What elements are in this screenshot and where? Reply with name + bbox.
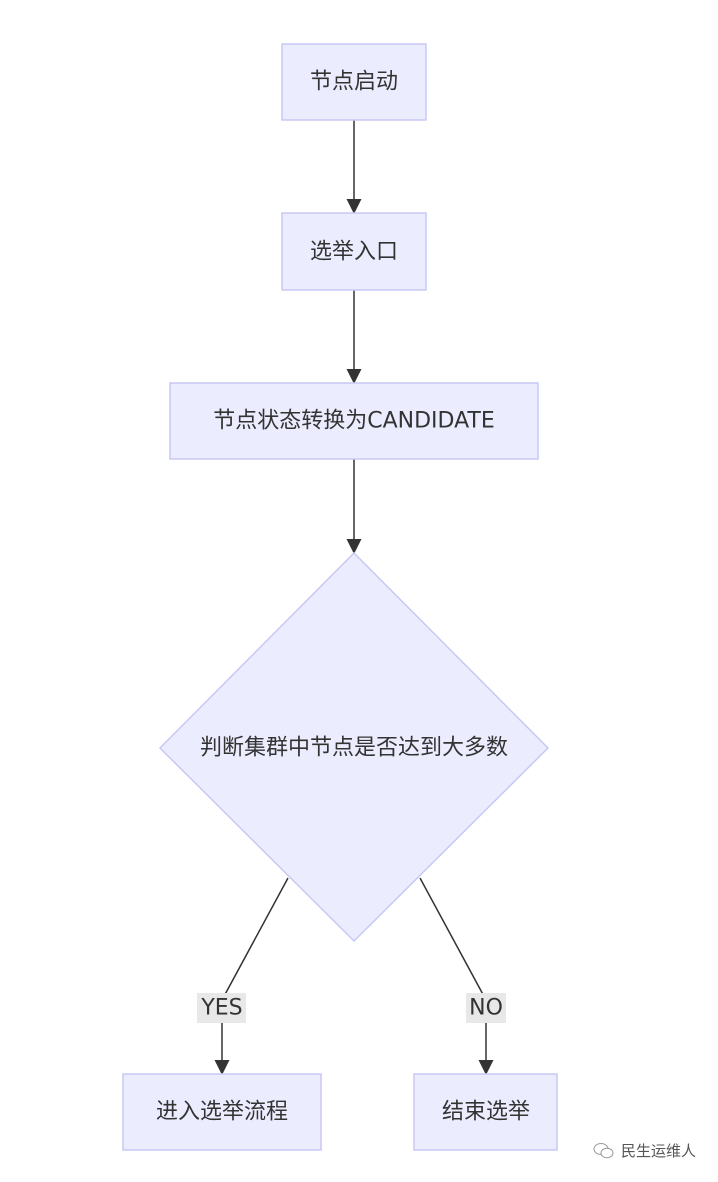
node-end-election: 结束选举: [413, 1073, 558, 1151]
node-election-entry: 选举入口: [281, 212, 427, 291]
edge-yes: [214, 877, 289, 1075]
edge-label-yes: YES: [197, 993, 246, 1023]
edge-no: [419, 877, 494, 1075]
edge-no-label: NO: [469, 996, 503, 1021]
edge-label-no: NO: [466, 993, 506, 1023]
node-end-election-label: 结束选举: [442, 1100, 530, 1125]
watermark-text: 民生运维人: [620, 1142, 696, 1160]
watermark: 民生运维人: [593, 1140, 696, 1161]
node-decision: 判断集群中节点是否达到大多数: [158, 551, 550, 943]
node-to-candidate-label: 节点状态转换为CANDIDATE: [213, 409, 495, 434]
node-start-label: 节点启动: [310, 70, 398, 95]
edge-yes-label: YES: [200, 996, 242, 1021]
node-start: 节点启动: [281, 43, 427, 121]
node-decision-label: 判断集群中节点是否达到大多数: [200, 736, 508, 761]
node-enter-election: 进入选举流程: [122, 1073, 322, 1151]
wechat-icon: [593, 1142, 614, 1158]
node-election-entry-label: 选举入口: [310, 240, 398, 265]
node-to-candidate: 节点状态转换为CANDIDATE: [169, 382, 539, 460]
node-enter-election-label: 进入选举流程: [156, 1100, 288, 1125]
